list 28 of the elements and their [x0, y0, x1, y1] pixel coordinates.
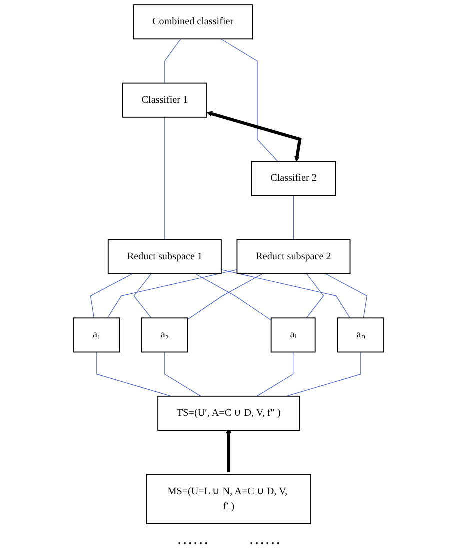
- connector: [90, 274, 133, 318]
- connector: [220, 38, 278, 162]
- connector: [325, 274, 368, 318]
- node-box: aᵢ: [270, 318, 316, 353]
- connector: [293, 195, 294, 240]
- connector: [195, 274, 272, 321]
- node-box: a₂: [142, 318, 188, 353]
- connector: [188, 274, 264, 320]
- node-box: TS=(U′, A=C ∪ D, V, f″ ): [158, 396, 300, 431]
- connector: [164, 38, 182, 84]
- node-box: aₙ: [337, 318, 384, 353]
- node-box: Combined classifier: [133, 4, 253, 40]
- node-box: Reduct subspace 1: [108, 239, 222, 274]
- connector: [256, 352, 294, 397]
- node-box: Classifier 1: [122, 82, 208, 118]
- node-box: Classifier 2: [251, 161, 336, 196]
- connector: [164, 117, 166, 240]
- connector: [107, 269, 238, 318]
- arrow: [207, 111, 302, 162]
- connector: [96, 352, 172, 397]
- connector: [221, 270, 351, 318]
- ellipsis-label: ……: [249, 531, 281, 549]
- node-box: a₁: [74, 318, 120, 353]
- connector: [286, 352, 362, 397]
- node-box: MS=(U=L ∪ N, A=C ∪ D, V, f′ ): [146, 474, 312, 524]
- ellipsis-label: ……: [177, 531, 209, 549]
- connector: [164, 352, 202, 397]
- node-box: Reduct subspace 2: [236, 239, 351, 274]
